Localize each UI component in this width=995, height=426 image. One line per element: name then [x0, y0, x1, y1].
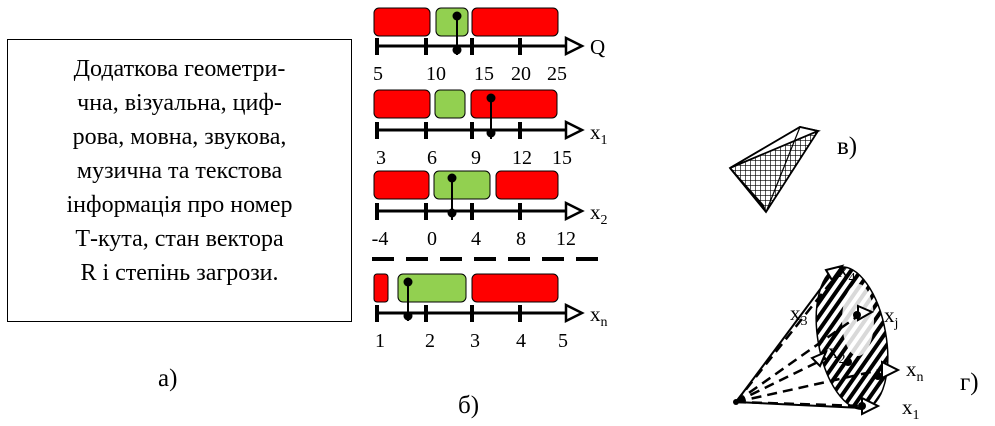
info-line: R і степінь загрози. — [80, 260, 279, 286]
info-line: Т-кута, стан вектора — [75, 226, 284, 252]
current-value-marker — [447, 173, 457, 183]
danger-zone — [470, 89, 558, 119]
tick-label: 12 — [512, 147, 532, 169]
danger-zone — [373, 170, 430, 200]
tick-label: 4 — [471, 228, 481, 250]
tick-label: 5 — [558, 330, 568, 352]
axis-arrow — [564, 119, 585, 141]
info-line: музична та текстова — [76, 158, 283, 184]
tick-label: 2 — [425, 330, 435, 352]
label-x3: x3 — [790, 301, 808, 329]
axis-arrow — [564, 302, 585, 324]
safe-zone — [435, 7, 469, 37]
tick-label: -4 — [372, 228, 389, 250]
tick-label: 9 — [471, 147, 481, 169]
info-line: Додаткова геометри- — [73, 56, 286, 82]
axis-name: Q — [590, 35, 605, 59]
caption-a: а) — [158, 365, 178, 392]
info-line: рова, мовна, звукова, — [72, 124, 287, 150]
tick-label: 6 — [427, 147, 437, 169]
current-value-marker — [403, 277, 413, 287]
wedge-shape — [728, 126, 821, 214]
current-value-marker — [486, 128, 496, 138]
axis-ticks — [375, 305, 522, 322]
current-value-marker — [403, 311, 413, 321]
danger-zone — [373, 273, 389, 303]
tick-label: 3 — [470, 330, 480, 352]
caption-b: б) — [458, 392, 480, 419]
tick-label: 15 — [552, 147, 572, 169]
axis-arrow — [564, 35, 585, 57]
label-xj: xj — [884, 303, 898, 331]
tick-label: 8 — [516, 228, 526, 250]
label-x1: x1 — [902, 395, 920, 423]
scale-row-xn: 1 2 3 4 5 xn — [373, 273, 608, 352]
safe-zone — [433, 170, 491, 200]
axis-ticks — [375, 122, 522, 139]
tick-label: 12 — [556, 228, 576, 250]
tick-label: 1 — [375, 330, 385, 352]
danger-zone — [471, 7, 559, 37]
axis-ticks — [375, 38, 522, 55]
scale-row-x1: 3 6 9 12 15 x1 — [373, 89, 608, 169]
tick-label: 10 — [426, 63, 446, 85]
label-x4: x4 — [838, 258, 856, 286]
info-box: Додаткова геометри- чна, візуальна, циф-… — [7, 39, 352, 322]
scale-row-x2: -4 0 4 8 12 x2 — [372, 170, 608, 250]
info-line: чна, візуальна, циф- — [77, 90, 282, 116]
label-x2: x2 — [828, 339, 846, 367]
info-text: Додаткова геометри- чна, візуальна, циф-… — [8, 52, 351, 290]
axis-name: x1 — [590, 120, 608, 148]
tick-label: 5 — [373, 63, 383, 85]
danger-zone — [471, 273, 559, 303]
info-line: інформація про номер — [66, 192, 293, 218]
current-value-marker — [486, 93, 496, 103]
axis-name: x2 — [590, 200, 608, 228]
current-value-marker — [447, 208, 457, 218]
danger-zone — [495, 170, 559, 200]
caption-d: г) — [960, 369, 979, 396]
cone-diagram — [733, 264, 901, 416]
tick-label: 25 — [547, 63, 567, 85]
danger-zone — [373, 7, 431, 37]
axis-name: xn — [590, 302, 608, 330]
label-xn: xn — [906, 357, 924, 385]
safe-zone — [434, 89, 466, 119]
tick-label: 15 — [474, 63, 494, 85]
danger-zone — [373, 89, 431, 119]
tick-label: 0 — [427, 228, 437, 250]
axis-ticks — [375, 203, 522, 220]
tick-label: 3 — [376, 147, 386, 169]
current-value-marker — [452, 11, 462, 21]
caption-c: в) — [837, 133, 858, 160]
current-value-marker — [452, 45, 462, 55]
tick-label: 4 — [516, 330, 526, 352]
scale-row-q: 5 10 15 20 25 Q — [373, 7, 605, 85]
axis-arrow — [564, 200, 585, 222]
safe-zone — [397, 273, 467, 303]
tick-label: 20 — [511, 63, 531, 85]
